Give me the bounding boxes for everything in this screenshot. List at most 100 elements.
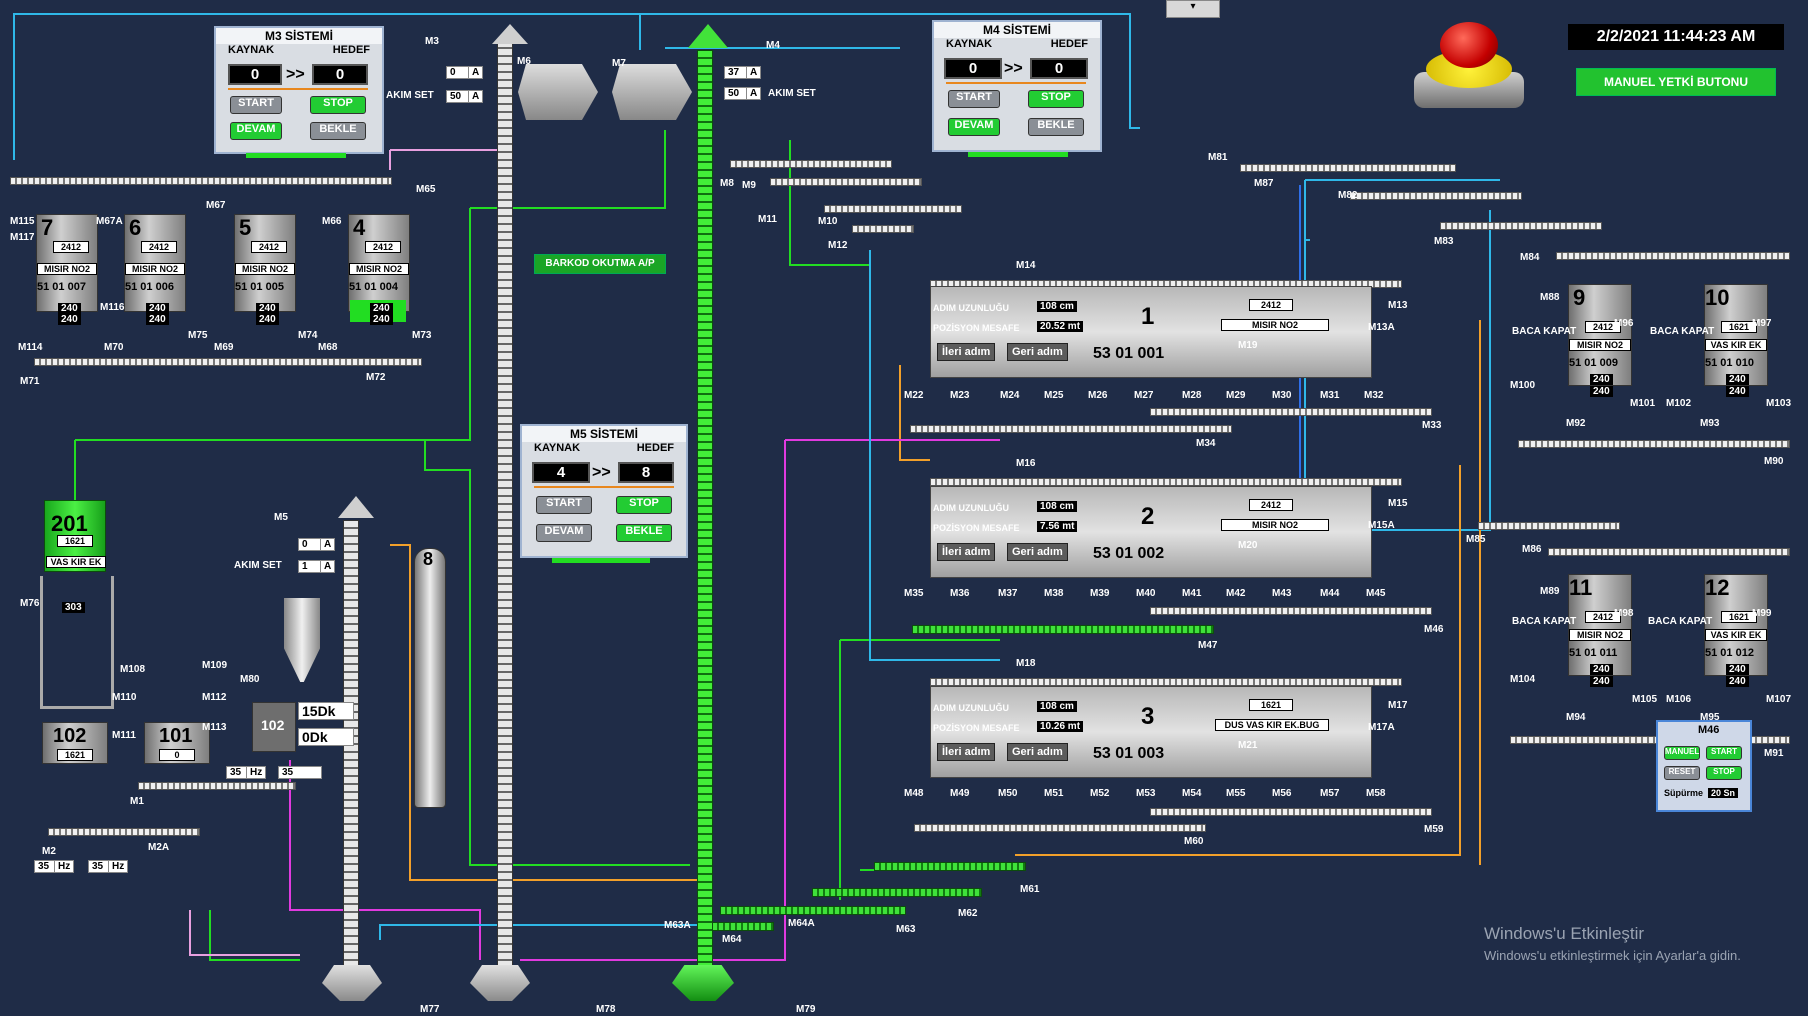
hz-b-value[interactable]: 35 <box>278 766 322 779</box>
dryer-1-back-button[interactable]: Geri adım <box>1007 343 1068 361</box>
motor-label-m81[interactable]: M81 <box>1208 152 1228 163</box>
dryer-3-forward-button[interactable]: İleri adım <box>937 743 996 761</box>
motor-label-m78[interactable]: M78 <box>596 1004 616 1015</box>
motor-label-m95[interactable]: M95 <box>1700 712 1720 723</box>
motor-label-m22[interactable]: M22 <box>904 390 924 401</box>
m5-start-button[interactable]: START <box>536 496 592 514</box>
motor-label-m17[interactable]: M17 <box>1388 700 1408 711</box>
motor-label-m34[interactable]: M34 <box>1196 438 1216 449</box>
motor-label-m16[interactable]: M16 <box>1016 458 1036 469</box>
m4-wait-button[interactable]: BEKLE <box>1028 118 1084 136</box>
motor-label-m48[interactable]: M48 <box>904 788 924 799</box>
motor-label-m104[interactable]: M104 <box>1510 674 1536 685</box>
motor-label-m96[interactable]: M96 <box>1614 318 1634 329</box>
m4-start-button[interactable]: START <box>948 90 1000 108</box>
motor-label-m43[interactable]: M43 <box>1272 588 1292 599</box>
dryer-3-back-button[interactable]: Geri adım <box>1007 743 1068 761</box>
motor-label-m113[interactable]: M113 <box>202 722 227 733</box>
motor-label-m2a[interactable]: M2A <box>148 842 170 853</box>
m4-stop-button[interactable]: STOP <box>1028 90 1084 108</box>
motor-label-m57[interactable]: M57 <box>1320 788 1340 799</box>
dryer-1-step[interactable]: 108 cm <box>1037 301 1077 312</box>
motor-label-m88[interactable]: M88 <box>1540 292 1560 303</box>
motor-label-m55[interactable]: M55 <box>1226 788 1246 799</box>
motor-label-m65[interactable]: M65 <box>416 184 436 195</box>
m46-sweep-value[interactable]: 20 Sn <box>1708 788 1739 798</box>
motor-label-m6[interactable]: M6 <box>517 56 531 67</box>
motor-label-m63a[interactable]: M63A <box>664 920 691 931</box>
motor-label-m86[interactable]: M86 <box>1522 544 1542 555</box>
m3-resume-button[interactable]: DEVAM <box>230 122 282 140</box>
m46-start-button[interactable]: START <box>1706 746 1742 760</box>
motor-label-m4[interactable]: M4 <box>766 40 780 51</box>
motor-label-m28[interactable]: M28 <box>1182 390 1202 401</box>
motor-label-m64[interactable]: M64 <box>722 934 742 945</box>
motor-label-m82[interactable]: M82 <box>1338 190 1358 201</box>
motor-label-m42[interactable]: M42 <box>1226 588 1246 599</box>
motor-label-m30[interactable]: M30 <box>1272 390 1292 401</box>
motor-label-m79[interactable]: M79 <box>796 1004 816 1015</box>
motor-label-m33[interactable]: M33 <box>1422 420 1442 431</box>
motor-label-m106[interactable]: M106 <box>1666 694 1692 705</box>
motor-label-m39[interactable]: M39 <box>1090 588 1110 599</box>
motor-label-m87[interactable]: M87 <box>1254 178 1274 189</box>
dryer-2-step[interactable]: 108 cm <box>1037 501 1077 512</box>
motor-label-m89[interactable]: M89 <box>1540 586 1560 597</box>
motor-label-m77[interactable]: M77 <box>420 1004 440 1015</box>
motor-label-m41[interactable]: M41 <box>1182 588 1202 599</box>
motor-label-m2[interactable]: M2 <box>42 846 56 857</box>
motor-label-m62[interactable]: M62 <box>958 908 978 919</box>
motor-label-m38[interactable]: M38 <box>1044 588 1064 599</box>
motor-label-m23[interactable]: M23 <box>950 390 970 401</box>
motor-label-m53[interactable]: M53 <box>1136 788 1156 799</box>
motor-label-m101[interactable]: M101 <box>1630 398 1656 409</box>
motor-label-m116[interactable]: M116 <box>100 302 125 313</box>
motor-label-m71[interactable]: M71 <box>20 376 40 387</box>
motor-label-m67[interactable]: M67 <box>206 200 226 211</box>
motor-label-m83[interactable]: M83 <box>1434 236 1454 247</box>
m46-stop-button[interactable]: STOP <box>1706 766 1742 780</box>
motor-label-m9[interactable]: M9 <box>742 180 756 191</box>
m4-resume-button[interactable]: DEVAM <box>948 118 1000 136</box>
motor-label-m108[interactable]: M108 <box>120 664 146 675</box>
motor-label-m102[interactable]: M102 <box>1666 398 1692 409</box>
m4-akim-set-value[interactable]: 50 <box>724 87 752 100</box>
dryer-1-forward-button[interactable]: İleri adım <box>937 343 996 361</box>
motor-label-m51[interactable]: M51 <box>1044 788 1064 799</box>
motor-label-m56[interactable]: M56 <box>1272 788 1292 799</box>
motor-label-m90[interactable]: M90 <box>1764 456 1784 467</box>
motor-label-m59[interactable]: M59 <box>1424 824 1444 835</box>
motor-label-m70[interactable]: M70 <box>104 342 124 353</box>
m46-reset-button[interactable]: RESET <box>1664 766 1700 780</box>
motor-label-m40[interactable]: M40 <box>1136 588 1156 599</box>
m5-stop-button[interactable]: STOP <box>616 496 672 514</box>
dryer-2-back-button[interactable]: Geri adım <box>1007 543 1068 561</box>
m4-source-value[interactable]: 0 <box>944 58 1002 79</box>
motor-label-m111[interactable]: M111 <box>112 730 136 741</box>
motor-label-m85[interactable]: M85 <box>1466 534 1486 545</box>
motor-label-m35[interactable]: M35 <box>904 588 924 599</box>
motor-label-m94[interactable]: M94 <box>1566 712 1586 723</box>
motor-label-m36[interactable]: M36 <box>950 588 970 599</box>
motor-label-m27[interactable]: M27 <box>1134 390 1154 401</box>
motor-label-m109[interactable]: M109 <box>202 660 228 671</box>
motor-label-m26[interactable]: M26 <box>1088 390 1108 401</box>
motor-label-m7[interactable]: M7 <box>612 58 626 69</box>
dryer-3-step[interactable]: 108 cm <box>1037 701 1077 712</box>
dryer-2-forward-button[interactable]: İleri adım <box>937 543 996 561</box>
motor-label-m49[interactable]: M49 <box>950 788 970 799</box>
m5-target-value[interactable]: 8 <box>618 462 674 483</box>
hz-a-value[interactable]: 35 <box>226 766 250 779</box>
m46-manual-button[interactable]: MANUEL <box>1664 746 1700 760</box>
motor-label-m32[interactable]: M32 <box>1364 390 1384 401</box>
motor-label-m58[interactable]: M58 <box>1366 788 1386 799</box>
motor-label-m105[interactable]: M105 <box>1632 694 1658 705</box>
motor-label-m37[interactable]: M37 <box>998 588 1018 599</box>
motor-label-m10[interactable]: M10 <box>818 216 838 227</box>
motor-label-m117[interactable]: M117 <box>10 232 35 243</box>
motor-label-m20[interactable]: M20 <box>1238 540 1258 551</box>
motor-label-m47[interactable]: M47 <box>1198 640 1218 651</box>
barcode-toggle-button[interactable]: BARKOD OKUTMA A/P <box>534 254 666 274</box>
motor-label-m8[interactable]: M8 <box>720 178 734 189</box>
m5-wait-button[interactable]: BEKLE <box>616 524 672 542</box>
